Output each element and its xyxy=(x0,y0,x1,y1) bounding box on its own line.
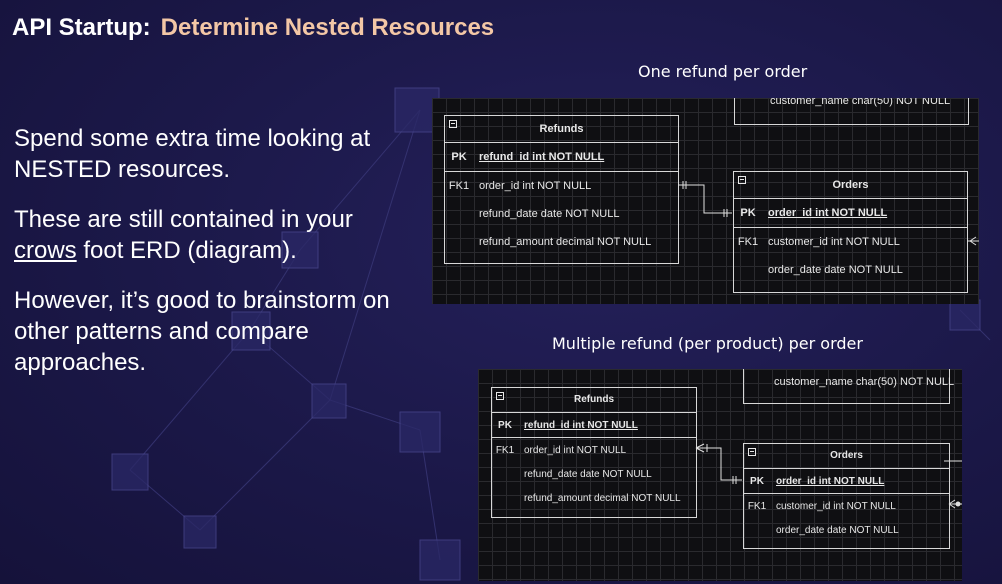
table-row: FK1 customer_id int NOT NULL xyxy=(734,228,967,256)
title-prefix: API Startup: xyxy=(12,14,151,41)
customer-table-partial: customer_name char(50) NOT NULL xyxy=(734,98,969,125)
paragraph-1: Spend some extra time looking at NESTED … xyxy=(14,125,371,183)
table-row: refund_amount decimal NOT NULL xyxy=(445,228,678,256)
refund-amount-field: refund_amount decimal NOT NULL xyxy=(479,236,652,248)
customer-id-field: customer_id int NOT NULL xyxy=(776,500,896,512)
paragraph-3: However, it’s good to brainstorm on othe… xyxy=(14,287,390,376)
pk-key: PK xyxy=(740,207,756,219)
table-row: FK1 customer_id int NOT NULL xyxy=(744,494,949,518)
diagram-two-erd: customer_name char(50) NOT NULL Refunds … xyxy=(478,369,962,581)
paragraph-2: These are still contained in your crows … xyxy=(14,204,409,266)
orders-table-header: Orders xyxy=(734,172,967,199)
paragraph-2-end: foot ERD (diagram). xyxy=(83,237,297,264)
orders-table: Orders PK order_id int NOT NULL FK1 cust… xyxy=(743,443,950,549)
table-row: FK1 order_id int NOT NULL xyxy=(445,172,678,200)
orders-table-title: Orders xyxy=(832,179,869,191)
fk-key: FK1 xyxy=(448,180,470,192)
slide-title: API Startup: Determine Nested Resources xyxy=(12,14,494,42)
table-row: PK order_id int NOT NULL xyxy=(734,199,967,228)
table-collapse-icon[interactable] xyxy=(748,448,756,456)
crows-link[interactable]: crows xyxy=(14,237,77,264)
one-to-many-relationship-line xyxy=(695,443,962,509)
refunds-table: Refunds PK refund_id int NOT NULL FK1 or… xyxy=(491,387,697,518)
customer-name-field: customer_name char(50) NOT NULL xyxy=(770,98,951,107)
diagram-one-erd: customer_name char(50) NOT NULL Refunds … xyxy=(432,98,979,304)
pk-key: PK xyxy=(451,151,467,163)
body-text: Spend some extra time looking at NESTED … xyxy=(14,123,409,397)
paragraph-2-start: These are still contained in your xyxy=(14,206,353,233)
refund-id-field: refund_id int NOT NULL xyxy=(479,151,605,163)
table-collapse-icon[interactable] xyxy=(449,120,457,128)
table-collapse-icon[interactable] xyxy=(496,392,504,400)
table-row: refund_date date NOT NULL xyxy=(445,200,678,228)
table-row: refund_date date NOT NULL xyxy=(492,462,696,486)
refunds-table-title: Refunds xyxy=(574,394,614,405)
order-date-field: order_date date NOT NULL xyxy=(768,264,903,276)
order-id-field: order_id int NOT NULL xyxy=(479,180,592,192)
table-row: FK1 order_id int NOT NULL xyxy=(492,438,696,462)
refunds-table-header: Refunds xyxy=(445,116,678,143)
refunds-table-header: Refunds xyxy=(492,388,696,413)
refund-date-field: refund_date date NOT NULL xyxy=(479,208,620,220)
order-id-field: order_id int NOT NULL xyxy=(768,207,888,219)
diagram-two-caption: Multiple refund (per product) per order xyxy=(552,334,863,353)
orders-table: Orders PK order_id int NOT NULL FK1 cust… xyxy=(733,171,968,293)
table-row: PK order_id int NOT NULL xyxy=(744,469,949,494)
pk-key: PK xyxy=(498,419,512,431)
refunds-table-title: Refunds xyxy=(539,123,584,135)
diagram-one-caption: One refund per order xyxy=(638,62,808,81)
table-row: refund_amount decimal NOT NULL xyxy=(492,486,696,510)
refund-date-field: refund_date date NOT NULL xyxy=(524,468,652,480)
table-row: PK refund_id int NOT NULL xyxy=(445,143,678,172)
fk-key: FK1 xyxy=(495,444,515,456)
order-date-field: order_date date NOT NULL xyxy=(776,524,899,536)
customer-id-field: customer_id int NOT NULL xyxy=(768,236,900,248)
fk-key: FK1 xyxy=(747,500,767,512)
order-id-field: order_id int NOT NULL xyxy=(776,475,885,487)
customer-table-partial: customer_name char(50) NOT NULL xyxy=(743,369,954,404)
one-to-one-relationship-line xyxy=(678,181,979,246)
table-collapse-icon[interactable] xyxy=(738,176,746,184)
table-row: order_date date NOT NULL xyxy=(734,256,967,284)
refund-amount-field: refund_amount decimal NOT NULL xyxy=(524,492,681,504)
orders-table-header: Orders xyxy=(744,444,949,469)
order-id-field: order_id int NOT NULL xyxy=(524,444,627,456)
fk-key: FK1 xyxy=(737,236,759,248)
table-row: order_date date NOT NULL xyxy=(744,518,949,542)
refunds-table: Refunds PK refund_id int NOT NULL FK1 or… xyxy=(444,115,679,264)
table-row: PK refund_id int NOT NULL xyxy=(492,413,696,438)
refund-id-field: refund_id int NOT NULL xyxy=(524,419,638,431)
pk-key: PK xyxy=(750,475,764,487)
customer-name-field: customer_name char(50) NOT NULL xyxy=(774,376,955,388)
orders-table-title: Orders xyxy=(830,450,863,461)
title-main: Determine Nested Resources xyxy=(160,14,495,41)
